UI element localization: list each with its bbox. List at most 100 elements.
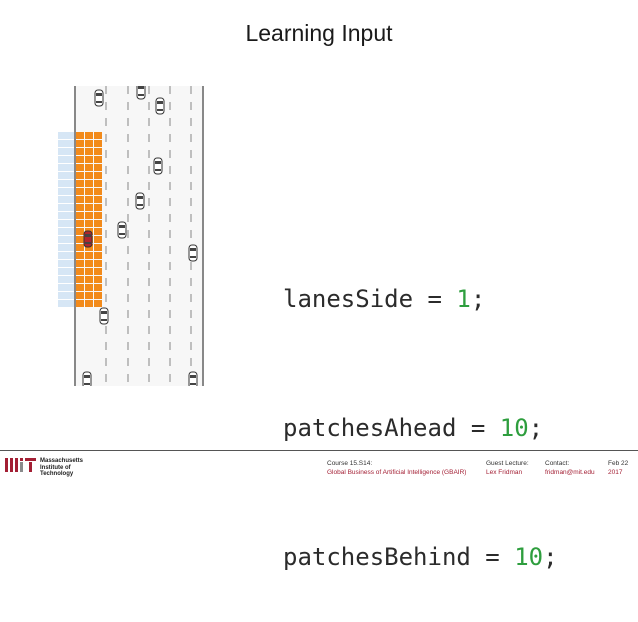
grid-cell-lane [94, 164, 102, 171]
grid-cell-lane [94, 276, 102, 283]
ego-car [84, 231, 92, 247]
grid-cell-lane [76, 148, 84, 155]
institute-name: Massachusetts Institute of Technology [40, 458, 83, 478]
grid-cell-lane [76, 164, 84, 171]
patches-ahead-value: 10 [500, 414, 529, 442]
grid-cell-offroad [58, 220, 74, 227]
grid-cell-lane [76, 236, 84, 243]
grid-cell-lane [85, 188, 93, 195]
lanes-side-value: 1 [456, 285, 470, 313]
grid-cell-lane [85, 300, 93, 307]
grid-cell-offroad [58, 188, 74, 195]
grid-cell-lane [76, 292, 84, 299]
grid-cell-offroad [58, 268, 74, 275]
footer-date: Feb 22 2017 [608, 459, 628, 477]
grid-cell-lane [76, 228, 84, 235]
lecturer-name: Lex Fridman [486, 468, 529, 477]
grid-cell-lane [76, 244, 84, 251]
contact-label: Contact: [545, 459, 595, 468]
grid-cell-lane [94, 196, 102, 203]
grid-cell-lane [85, 172, 93, 179]
grid-cell-lane [94, 188, 102, 195]
footer-divider [0, 450, 638, 451]
grid-cell-lane [85, 284, 93, 291]
grid-cell-lane [94, 132, 102, 139]
grid-cell-lane [76, 300, 84, 307]
grid-cell-offroad [58, 228, 74, 235]
grid-cell-lane [94, 252, 102, 259]
date-year: 2017 [608, 468, 628, 477]
grid-cell-lane [94, 292, 102, 299]
traffic-car [189, 372, 197, 386]
grid-cell-offroad [58, 196, 74, 203]
grid-cell-lane [85, 140, 93, 147]
lecture-label: Guest Lecture: [486, 459, 529, 468]
grid-cell-offroad [58, 164, 74, 171]
grid-cell-offroad [58, 180, 74, 187]
grid-cell-offroad [58, 292, 74, 299]
code-line-patches-behind: patchesBehind = 10; [283, 536, 558, 579]
grid-cell-lane [85, 260, 93, 267]
grid-cell-lane [76, 284, 84, 291]
grid-cell-lane [94, 172, 102, 179]
grid-cell-lane [85, 204, 93, 211]
grid-cell-lane [76, 252, 84, 259]
grid-cell-lane [76, 212, 84, 219]
grid-cell-offroad [58, 148, 74, 155]
grid-cell-offroad [58, 300, 74, 307]
road-surface [74, 86, 204, 386]
code-block: lanesSide = 1; patchesAhead = 10; patche… [283, 192, 558, 622]
grid-cell-lane [85, 252, 93, 259]
code-line-lanes-side: lanesSide = 1; [283, 278, 558, 321]
traffic-car [83, 372, 91, 386]
grid-cell-lane [94, 212, 102, 219]
grid-cell-lane [76, 188, 84, 195]
grid-cell-lane [94, 204, 102, 211]
grid-cell-offroad [58, 252, 74, 259]
code-line-patches-ahead: patchesAhead = 10; [283, 407, 558, 450]
grid-cell-lane [94, 156, 102, 163]
grid-cell-lane [94, 268, 102, 275]
grid-cell-lane [76, 196, 84, 203]
grid-cell-offroad [58, 236, 74, 243]
mit-logo-icon [5, 458, 37, 472]
grid-cell-lane [76, 156, 84, 163]
grid-cell-lane [94, 148, 102, 155]
grid-cell-lane [85, 292, 93, 299]
grid-cell-lane [76, 132, 84, 139]
traffic-car [95, 90, 103, 106]
grid-cell-lane [94, 260, 102, 267]
grid-cell-offroad [58, 276, 74, 283]
course-title: Global Business of Artificial Intelligen… [327, 468, 466, 477]
grid-cell-offroad [58, 140, 74, 147]
grid-cell-lane [85, 148, 93, 155]
grid-cell-offroad [58, 156, 74, 163]
grid-cell-offroad [58, 284, 74, 291]
grid-cell-lane [76, 180, 84, 187]
grid-cell-offroad [58, 212, 74, 219]
grid-cell-lane [94, 244, 102, 251]
date-month: Feb 22 [608, 459, 628, 468]
grid-cell-lane [94, 140, 102, 147]
grid-cell-offroad [58, 172, 74, 179]
footer-course: Course 15.S14: Global Business of Artifi… [327, 459, 466, 477]
grid-cell-lane [85, 268, 93, 275]
patches-behind-value: 10 [514, 543, 543, 571]
grid-cell-lane [85, 132, 93, 139]
grid-cell-lane [85, 180, 93, 187]
grid-cell-offroad [58, 204, 74, 211]
grid-cell-lane [94, 228, 102, 235]
grid-cell-lane [94, 220, 102, 227]
traffic-car [136, 193, 144, 209]
grid-cell-lane [76, 220, 84, 227]
grid-cell-lane [85, 276, 93, 283]
grid-cell-lane [85, 212, 93, 219]
grid-cell-lane [94, 300, 102, 307]
contact-email: fridman@mit.edu [545, 468, 595, 477]
grid-cell-lane [85, 196, 93, 203]
grid-cell-lane [76, 204, 84, 211]
traffic-car [118, 222, 126, 238]
course-label: Course 15.S14: [327, 459, 466, 468]
grid-cell-lane [76, 276, 84, 283]
footer-contact: Contact: fridman@mit.edu [545, 459, 595, 477]
